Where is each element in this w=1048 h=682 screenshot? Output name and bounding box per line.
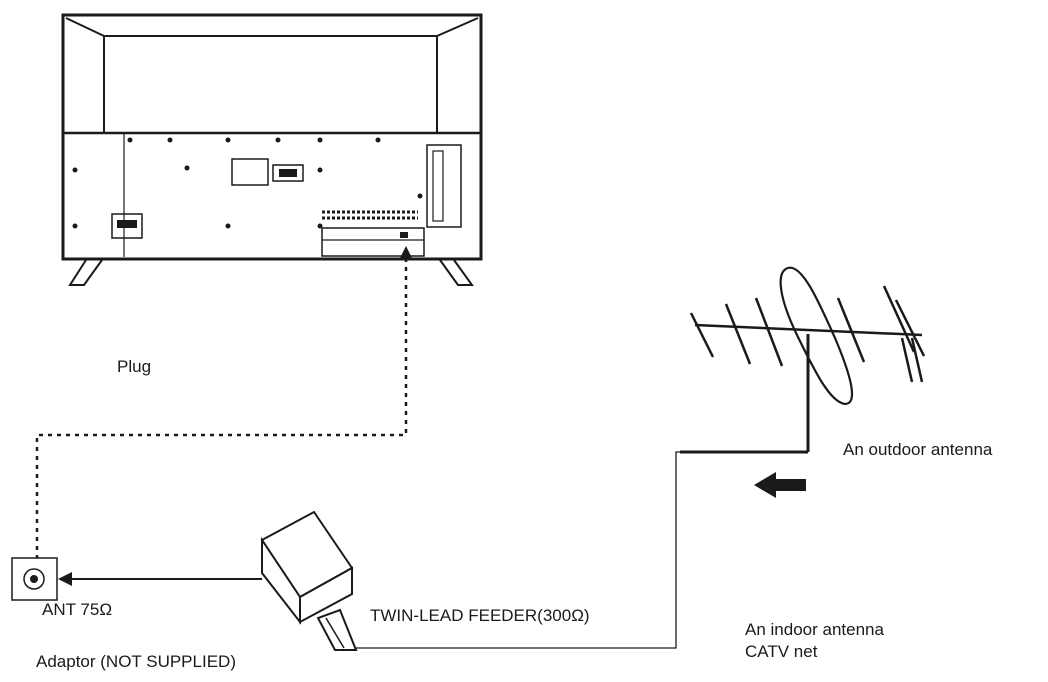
yagi-antenna-icon: [680, 266, 926, 454]
signal-direction-arrow: [754, 472, 806, 498]
tv-rear-panel-icon: [61, 13, 483, 286]
antenna-adaptor-icon: [260, 510, 358, 651]
coaxial-wall-socket-icon: [11, 557, 58, 601]
indoor-antenna-label: An indoor antenna: [745, 620, 884, 639]
twin-lead-feeder-line: [356, 451, 680, 649]
adaptor-label: Adaptor (NOT SUPPLIED): [36, 652, 236, 671]
twin-lead-feeder-label: TWIN-LEAD FEEDER(300Ω): [370, 606, 590, 625]
catv-net-label: CATV net: [745, 642, 818, 661]
outdoor-antenna-label: An outdoor antenna: [843, 440, 993, 459]
coaxial-cable-dotted: [35, 246, 412, 558]
plug-label: Plug: [117, 357, 152, 376]
ant-input-label: ANT 75Ω: [42, 600, 113, 619]
